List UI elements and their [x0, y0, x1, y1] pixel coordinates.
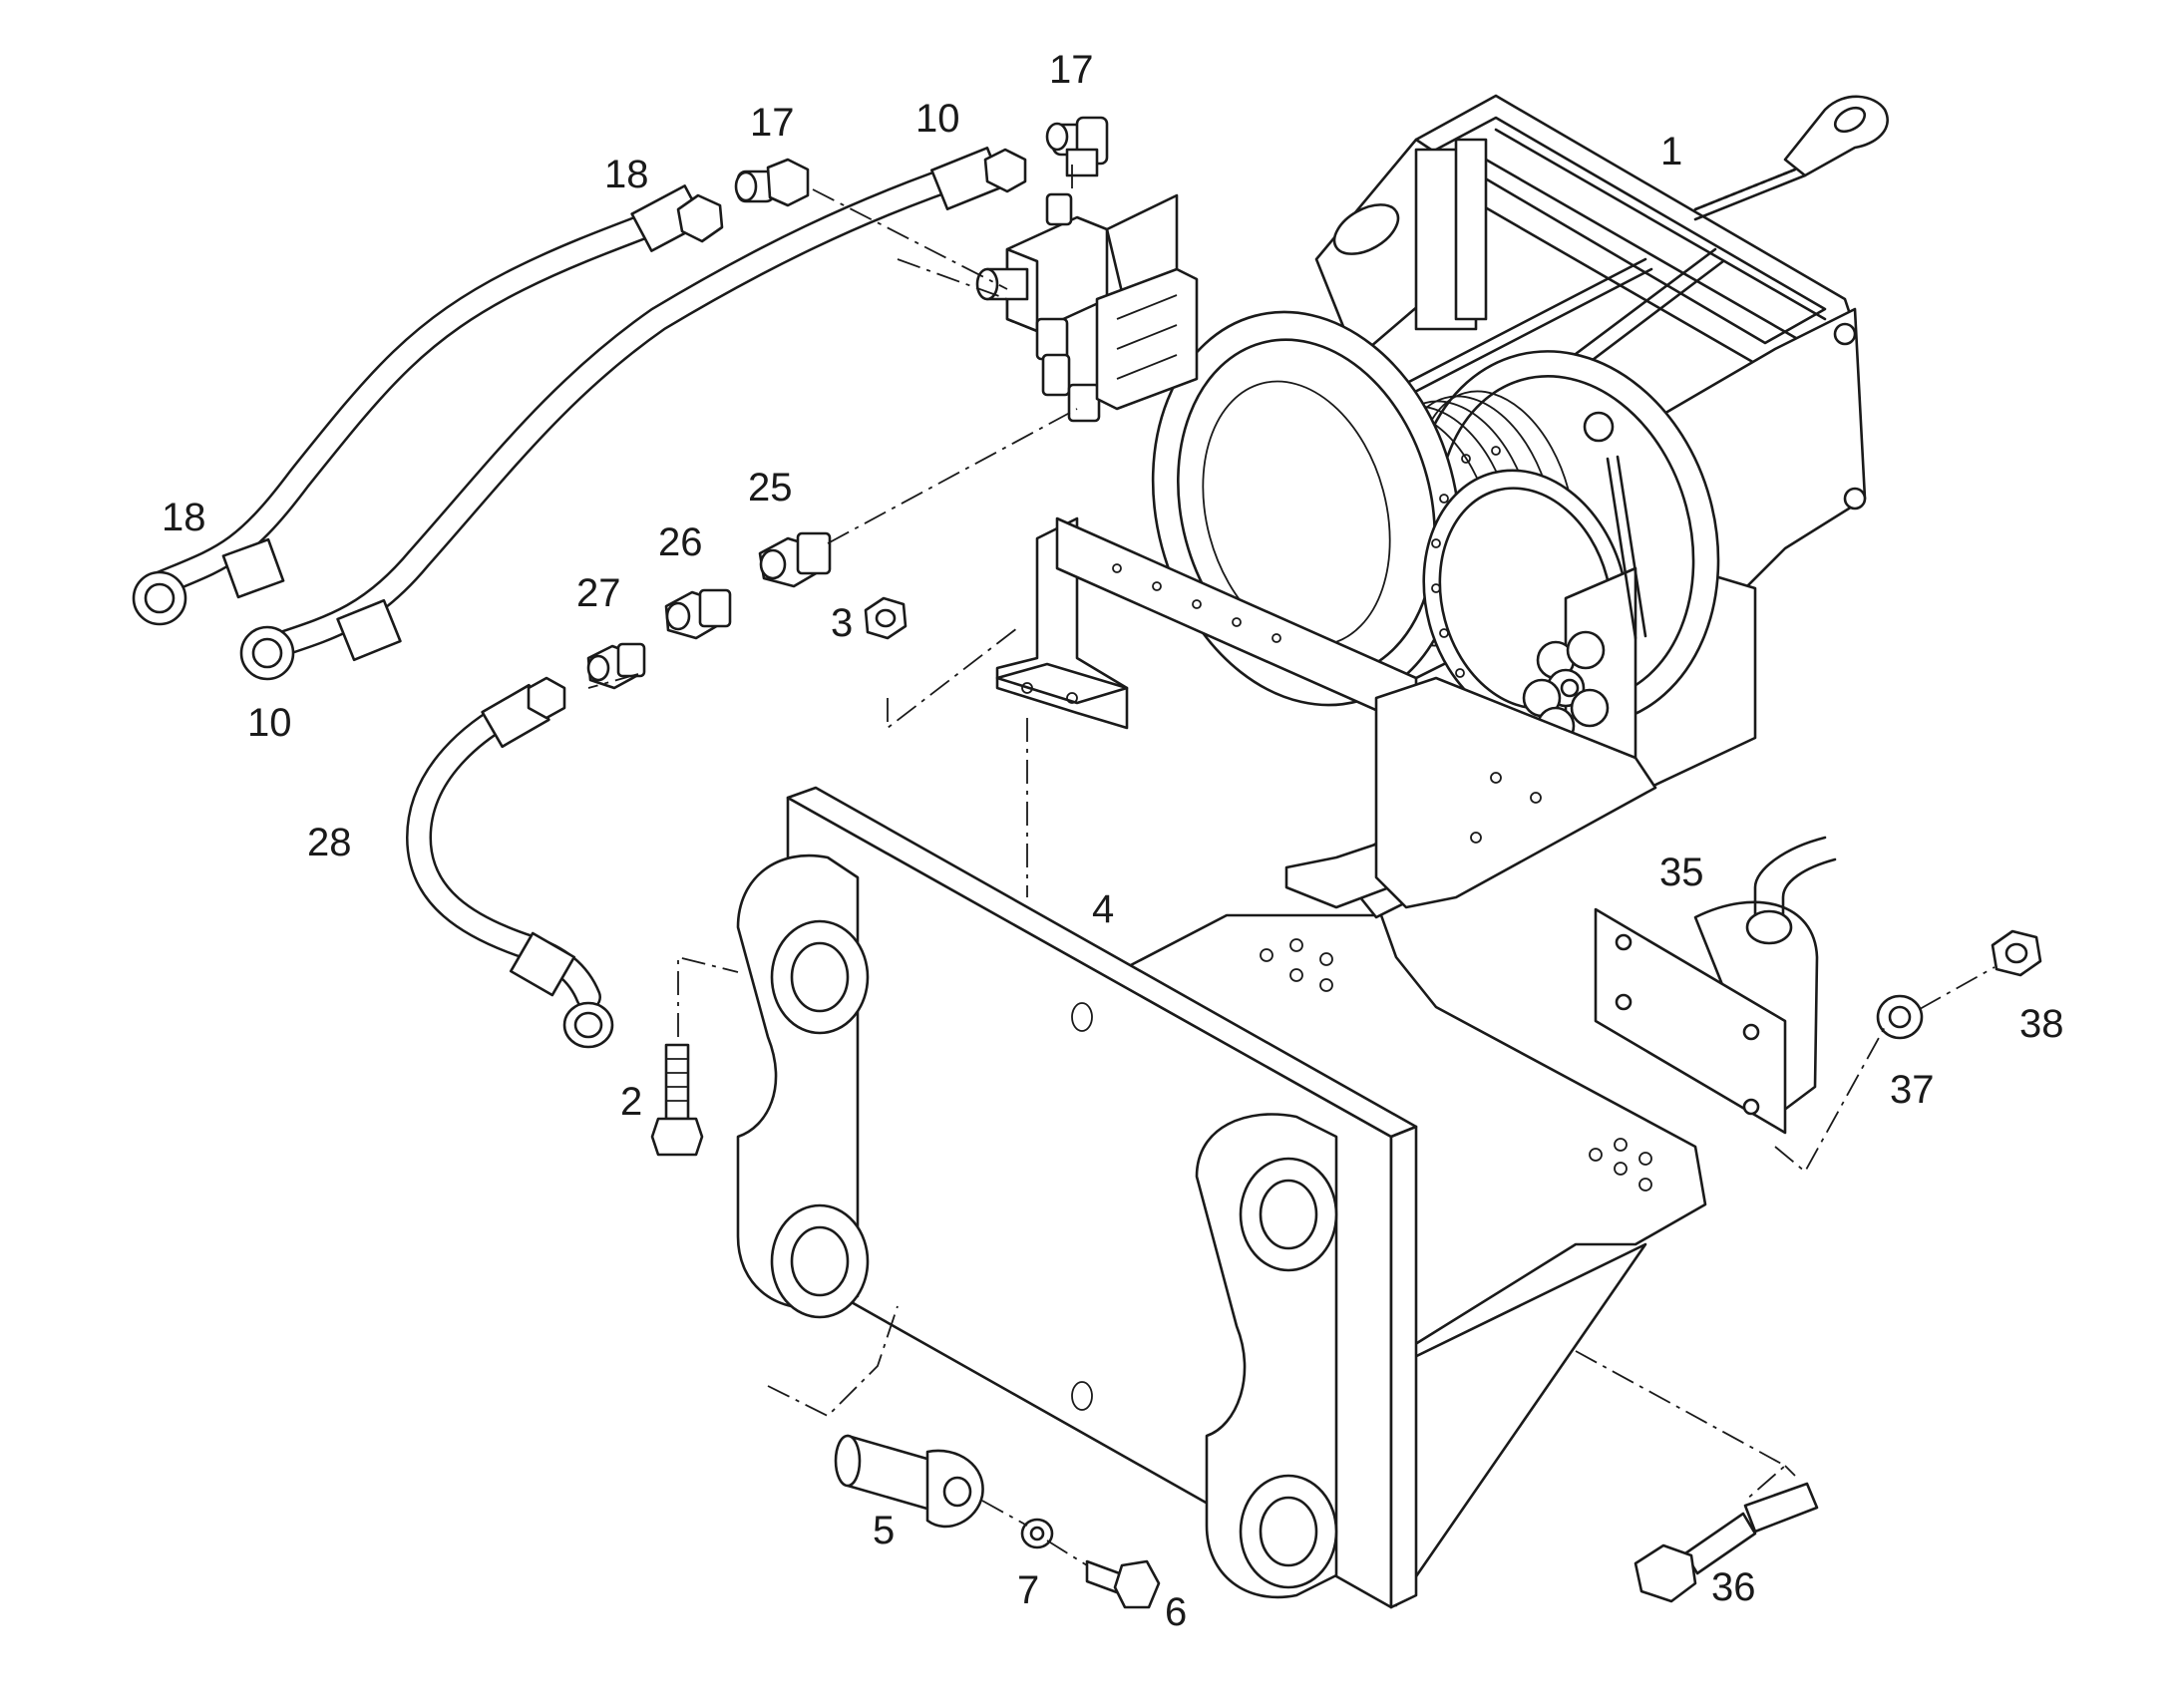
hose-18: [132, 184, 724, 626]
bolt-36: [1634, 1482, 1819, 1603]
part-label-10-top: 10: [915, 97, 960, 141]
elbow-fitting-17-top: [1045, 116, 1109, 177]
adapter-26: [664, 588, 732, 640]
part-label-36: 36: [1711, 1565, 1756, 1609]
bracket-35: [1594, 836, 1837, 1135]
part-label-35: 35: [1659, 851, 1704, 894]
hose-10: [239, 146, 1027, 681]
part-label-38: 38: [2019, 1002, 2064, 1046]
part-label-10-left: 10: [247, 701, 292, 745]
part-label-18-left: 18: [162, 496, 206, 539]
part-label-7: 7: [1017, 1568, 1039, 1612]
hose-28: [405, 676, 614, 1049]
adapter-25: [758, 531, 832, 588]
leader-lines: [587, 165, 1996, 1566]
adapter-27: [586, 642, 646, 690]
part-label-2: 2: [620, 1080, 642, 1124]
washer-37: [1876, 994, 1924, 1040]
pin-5: [834, 1434, 984, 1529]
part-number-labels: 1 2 3 4 5 6 7 10 10 17 17 18 18 25 26 27…: [162, 48, 2064, 1634]
part-label-1: 1: [1660, 130, 1682, 173]
part-label-18-top: 18: [604, 153, 649, 196]
part-label-27: 27: [576, 571, 621, 615]
part-label-4: 4: [1092, 887, 1114, 931]
part-label-6: 6: [1165, 1590, 1187, 1634]
part-label-26: 26: [658, 520, 703, 564]
part-label-28: 28: [307, 821, 352, 864]
elbow-fitting-17-left: [734, 158, 810, 207]
bolt-6: [1085, 1559, 1161, 1609]
washer-7: [1020, 1518, 1054, 1549]
part-label-17-top: 17: [1049, 48, 1094, 92]
part-label-17-left: 17: [750, 101, 795, 145]
part-label-3: 3: [831, 601, 853, 645]
nut-38: [1991, 929, 2042, 977]
nut-3: [864, 596, 908, 640]
part-label-25: 25: [748, 466, 793, 510]
part-label-5: 5: [873, 1509, 895, 1552]
bolt-2: [650, 1043, 704, 1157]
mounting-plate-4: [736, 786, 1707, 1609]
part-label-37: 37: [1890, 1068, 1935, 1112]
winch-assembly-1: [975, 94, 1889, 919]
